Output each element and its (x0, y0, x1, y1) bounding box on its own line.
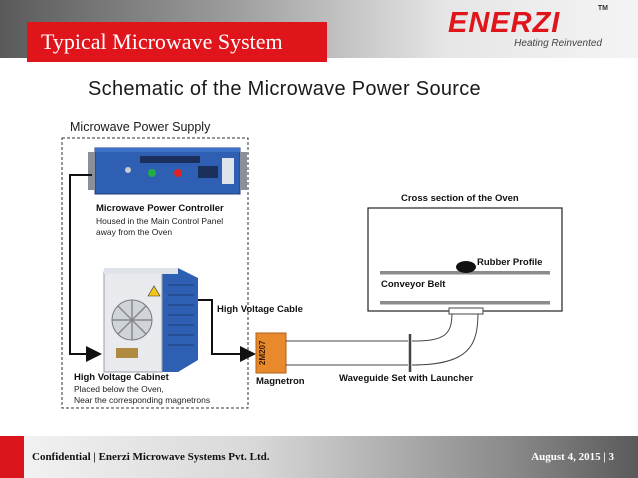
power-supply-title: Microwave Power Supply (70, 120, 211, 134)
high-voltage-cable-line (198, 299, 256, 362)
logo-trademark: TM (597, 5, 608, 12)
conveyor-belt-bottom (380, 301, 550, 305)
conveyor-belt-label: Conveyor Belt (381, 279, 446, 290)
footer-band (0, 436, 638, 478)
magnetron-label: Magnetron (256, 376, 305, 387)
waveguide-bend (411, 311, 479, 366)
cabinet-desc-1: Placed below the Oven, (74, 384, 164, 394)
launcher-mouth (448, 307, 484, 315)
slide-title: Typical Microwave System (27, 22, 327, 62)
power-supply-boundary (61, 137, 249, 409)
controller-unit-image (88, 147, 247, 195)
schematic-heading: Schematic of the Microwave Power Source (88, 78, 481, 100)
controller-desc-1: Housed in the Main Control Panel (96, 216, 224, 226)
magnetron-box (255, 332, 287, 374)
oven-label: Cross section of the Oven (401, 193, 519, 204)
cabinet-unit-image (103, 268, 198, 373)
rubber-profile-shape (456, 261, 476, 273)
logo-tagline: Heating Reinvented (514, 38, 602, 49)
footer-accent (0, 436, 24, 478)
waveguide-label: Waveguide Set with Launcher (339, 373, 474, 384)
logo-wordmark: ENERZI (448, 7, 561, 39)
controller-desc-2: away from the Oven (96, 227, 173, 237)
enerzi-logo: ENERZI TM Heating Reinvented (448, 5, 608, 49)
magnetron-model-label: 2M207 (258, 340, 267, 366)
high-voltage-cable-label: High Voltage Cable (217, 304, 303, 315)
controller-label: Microwave Power Controller (96, 203, 224, 214)
footer-date-page: August 4, 2015 | 3 (531, 451, 614, 463)
rubber-profile-label: Rubber Profile (477, 257, 543, 268)
oven-cross-section (367, 207, 563, 312)
cabinet-label: High Voltage Cabinet (74, 372, 169, 383)
footer-confidential: Confidential | Enerzi Microwave Systems … (32, 451, 270, 463)
controller-to-cabinet-line (69, 174, 102, 362)
cabinet-desc-2: Near the corresponding magnetrons (74, 395, 211, 405)
